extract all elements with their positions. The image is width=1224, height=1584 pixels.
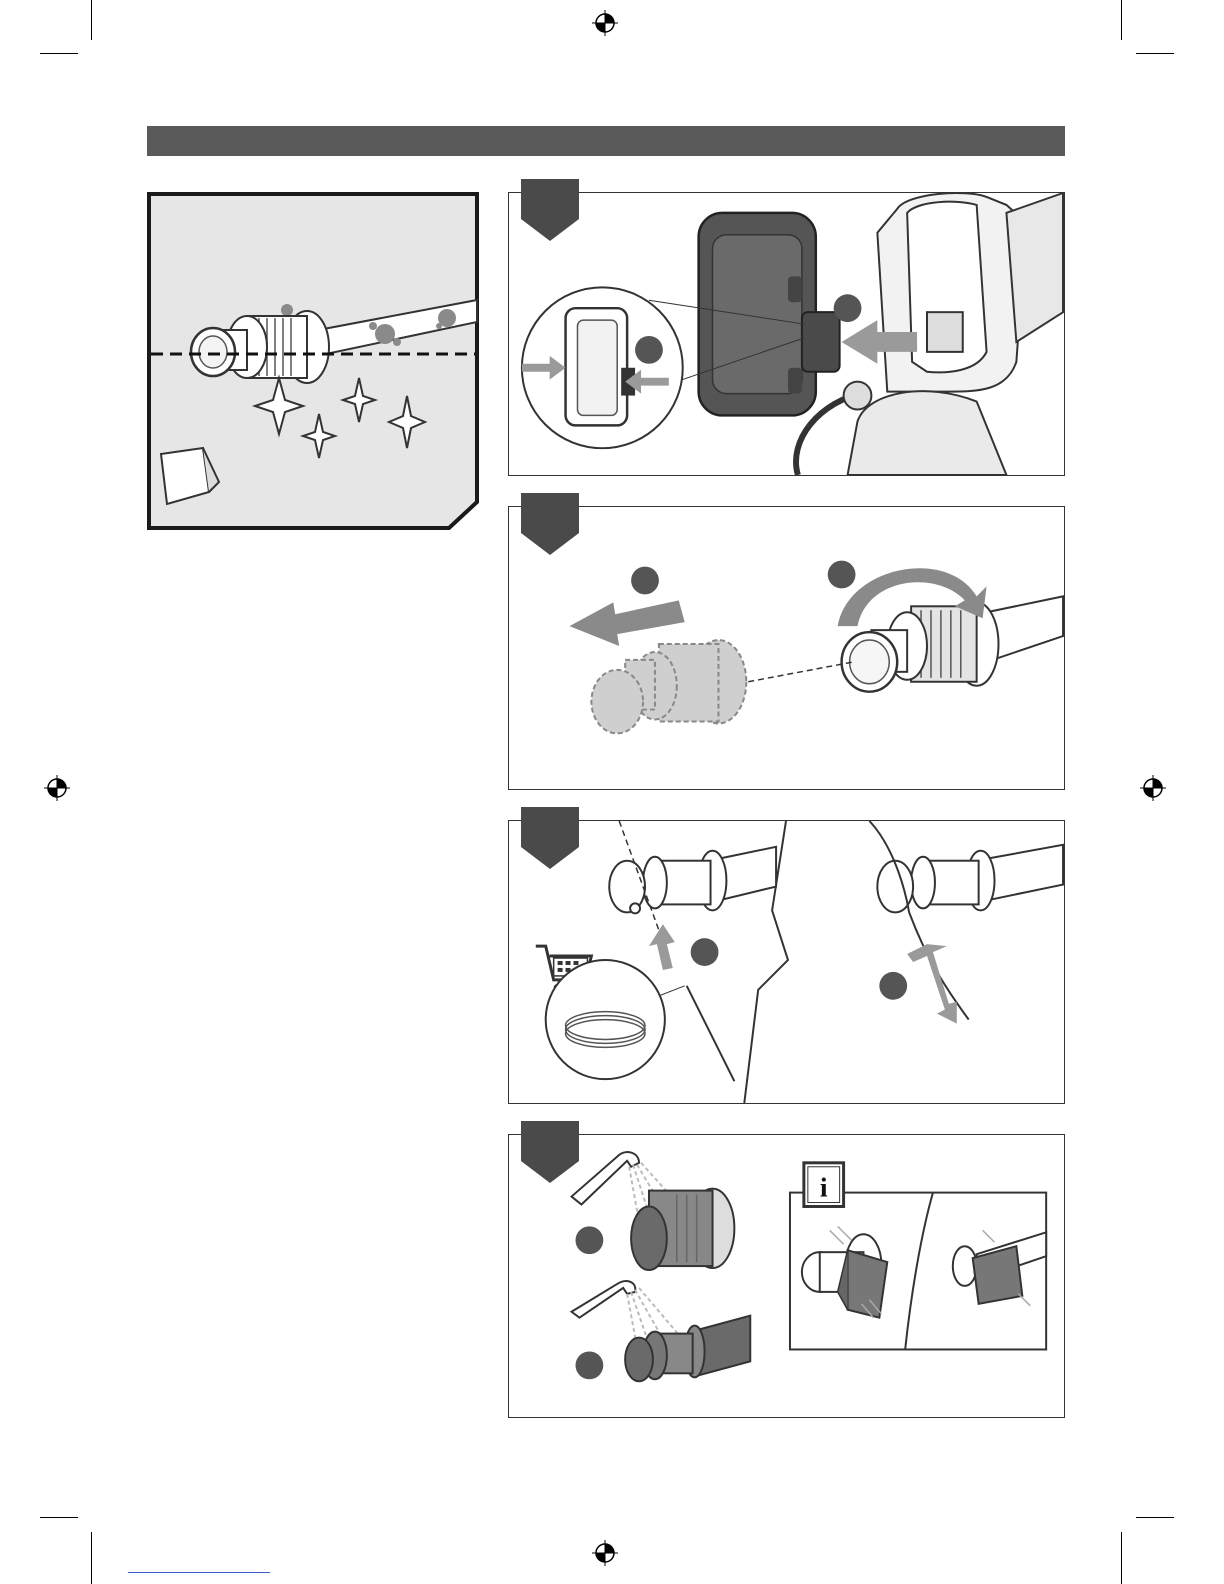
nozzle-right	[877, 845, 1063, 913]
hero-cleaning-illustration	[147, 192, 479, 530]
step-marker	[828, 561, 856, 589]
step-4-panel: i	[508, 1134, 1065, 1418]
crop-mark-bottom-right-h	[1136, 1517, 1174, 1518]
battery-pack	[699, 213, 840, 416]
crop-mark-bottom-left-v	[91, 1532, 92, 1584]
section-header-bar	[147, 126, 1065, 156]
registration-mark-icon	[592, 1540, 618, 1566]
nozzle-left	[609, 847, 776, 914]
filter-washing	[631, 1189, 734, 1270]
step-marker	[635, 336, 663, 364]
move-wire-arrow-icon	[907, 944, 957, 1023]
step-marker	[834, 294, 862, 322]
crop-mark-top-left-v	[91, 0, 92, 40]
pull-arrow-icon	[570, 600, 685, 646]
cleaning-wire-accessory	[546, 960, 685, 1079]
step-2-panel	[508, 506, 1065, 790]
registration-mark-icon	[592, 10, 618, 36]
step-marker	[879, 972, 907, 1000]
info-icon: i	[804, 1163, 844, 1207]
registration-mark-icon	[1140, 775, 1166, 801]
removed-filter-ghost	[591, 640, 746, 733]
crop-mark-top-left-h	[40, 53, 78, 54]
footer-link-underline	[128, 1572, 270, 1573]
info-symbol: i	[820, 1173, 828, 1204]
info-box	[790, 1193, 1046, 1350]
crop-mark-bottom-left-h	[40, 1517, 78, 1518]
step-3-panel	[508, 820, 1065, 1104]
step-marker	[575, 1226, 603, 1254]
registration-mark-icon	[44, 775, 70, 801]
step-marker	[575, 1351, 603, 1379]
step-marker	[631, 567, 659, 595]
nozzle-washing	[625, 1316, 750, 1382]
crop-mark-top-right-v	[1121, 0, 1122, 40]
step-1-panel	[508, 192, 1065, 476]
crop-mark-bottom-right-v	[1121, 1532, 1122, 1584]
step-marker	[691, 938, 719, 966]
crop-mark-top-right-h	[1136, 53, 1174, 54]
insert-needle-arrow-icon	[649, 924, 675, 970]
